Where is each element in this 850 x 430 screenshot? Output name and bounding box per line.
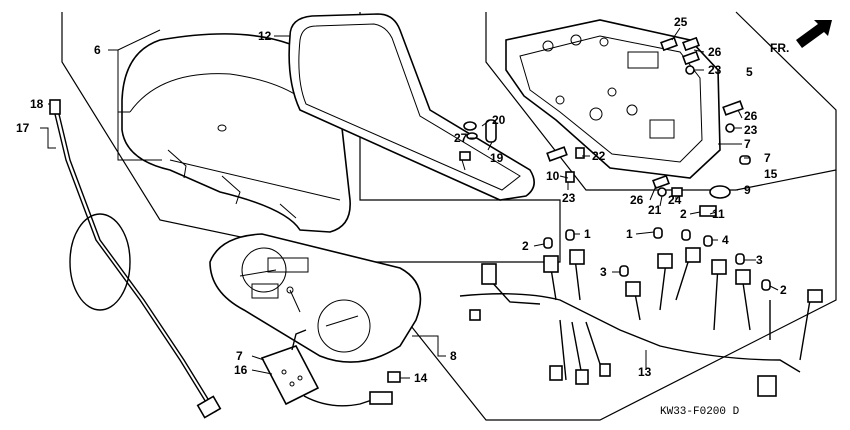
callout-25: 25 (674, 15, 688, 29)
drawing-code: KW33-F0200 D (660, 406, 740, 418)
callout-27: 27 (454, 131, 468, 145)
callout-23c: 23 (562, 191, 576, 205)
callout-23a: 23 (708, 63, 722, 77)
part-bulbs (543, 227, 771, 291)
part-wire-harness (459, 247, 823, 397)
front-arrow-icon (796, 20, 832, 48)
callout-4: 4 (722, 233, 729, 247)
callout-15: 15 (764, 167, 778, 181)
part-circuit-board (260, 329, 401, 407)
callout-22: 22 (592, 149, 606, 163)
part-meter-panel (209, 233, 422, 363)
callout-5: 5 (746, 65, 753, 79)
callout-1a: 1 (584, 227, 591, 241)
callout-26b: 26 (744, 109, 758, 123)
callout-14: 14 (414, 371, 428, 385)
callout-3b: 3 (756, 253, 763, 267)
callout-3a: 3 (600, 265, 607, 279)
callout-21: 21 (648, 203, 662, 217)
front-direction-marker: FR. (770, 20, 832, 55)
callout-7a: 7 (744, 137, 751, 151)
callout-2c: 2 (780, 283, 787, 297)
callout-10: 10 (546, 169, 560, 183)
callout-26a: 26 (708, 45, 722, 59)
frame-bottom (359, 170, 837, 421)
callout-26c: 26 (630, 193, 644, 207)
frame-left (61, 12, 561, 263)
callout-23b: 23 (744, 123, 758, 137)
callout-12: 12 (258, 29, 272, 43)
part-speedo-cable (49, 99, 222, 419)
callout-9: 9 (744, 183, 751, 197)
callout-19: 19 (490, 151, 504, 165)
callout-1b: 1 (626, 227, 633, 241)
callout-2b: 2 (522, 239, 529, 253)
leader-lines (40, 27, 779, 379)
callout-labels: 6 12 25 26 23 5 26 23 7 18 17 20 27 19 2… (16, 15, 787, 385)
part-rear-case (505, 19, 721, 179)
callout-17: 17 (16, 121, 30, 135)
callout-18: 18 (30, 97, 44, 111)
callout-11: 11 (712, 207, 725, 221)
callout-7c: 7 (236, 349, 243, 363)
callout-6: 6 (94, 43, 101, 57)
front-marker-text: FR. (770, 41, 789, 55)
callout-2a: 2 (680, 207, 687, 221)
callout-24: 24 (668, 193, 682, 207)
part-lens-frame (288, 13, 535, 201)
callout-13: 13 (638, 365, 652, 379)
part-grommets (546, 36, 751, 217)
callout-8: 8 (450, 349, 457, 363)
callout-20: 20 (492, 113, 506, 127)
callout-16: 16 (234, 363, 248, 377)
callout-7b: 7 (764, 151, 771, 165)
